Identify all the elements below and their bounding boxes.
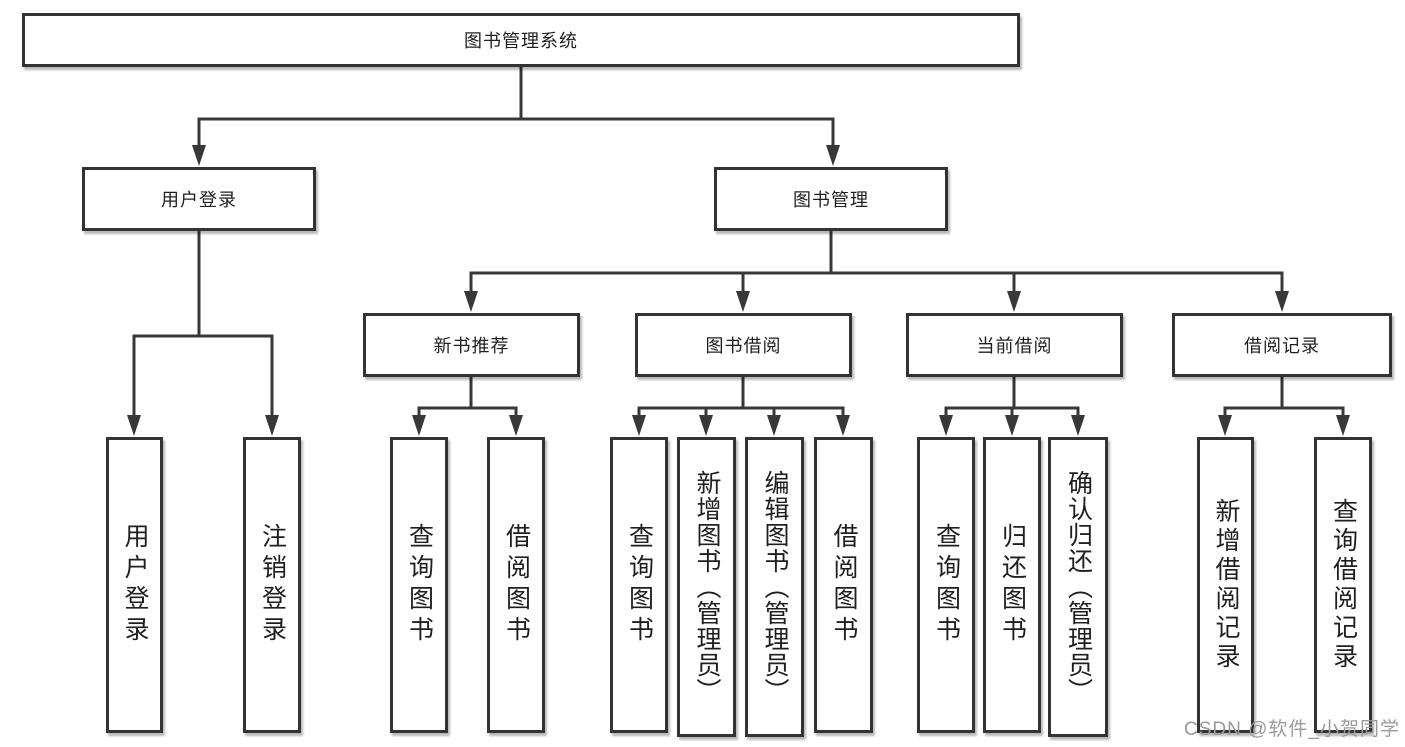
- connector-book-mgmt-children: [469, 229, 1284, 294]
- leaf-add-borrow-record: 新增借阅记录: [1197, 437, 1254, 733]
- node-library-management-system: 图书管理系统: [22, 13, 1020, 67]
- connector-user-login-children: [132, 229, 274, 417]
- leaf-return-books: 归还图书: [983, 437, 1041, 733]
- node-user-login: 用户登录: [82, 167, 316, 231]
- arrowheads: [127, 145, 1350, 436]
- connector-book-borrow-children: [637, 375, 845, 418]
- leaf-borrow-books: 借阅图书: [814, 437, 873, 733]
- leaf-user-login: 用户登录: [106, 437, 163, 733]
- node-book-borrow: 图书借阅: [635, 313, 852, 377]
- watermark-text: CSDN @软件_小贺同学: [1184, 719, 1400, 740]
- leaf-edit-books-admin: 编辑图书（管理员）: [745, 437, 804, 737]
- leaf-confirm-return-admin: 确认归还（管理员）: [1048, 437, 1108, 737]
- leaf-query-books-borrow: 查询图书: [610, 437, 668, 733]
- node-borrow-records: 借阅记录: [1172, 313, 1392, 377]
- node-new-book-recommend: 新书推荐: [363, 313, 580, 377]
- leaf-query-books-recommend: 查询图书: [390, 437, 448, 733]
- connector-current-borrow-children: [944, 375, 1080, 418]
- connector-new-book-children: [417, 375, 518, 418]
- node-current-borrow: 当前借阅: [906, 313, 1123, 377]
- leaf-add-books-admin: 新增图书（管理员）: [677, 437, 736, 737]
- node-book-management: 图书管理: [714, 167, 948, 231]
- leaf-logout: 注销登录: [243, 437, 301, 733]
- connector-root-to-level2: [197, 65, 835, 147]
- leaf-query-books-current: 查询图书: [917, 437, 975, 733]
- leaf-query-borrow-record: 查询借阅记录: [1314, 437, 1372, 733]
- connector-borrow-records-children: [1223, 375, 1345, 418]
- leaf-borrow-books-recommend: 借阅图书: [487, 437, 545, 733]
